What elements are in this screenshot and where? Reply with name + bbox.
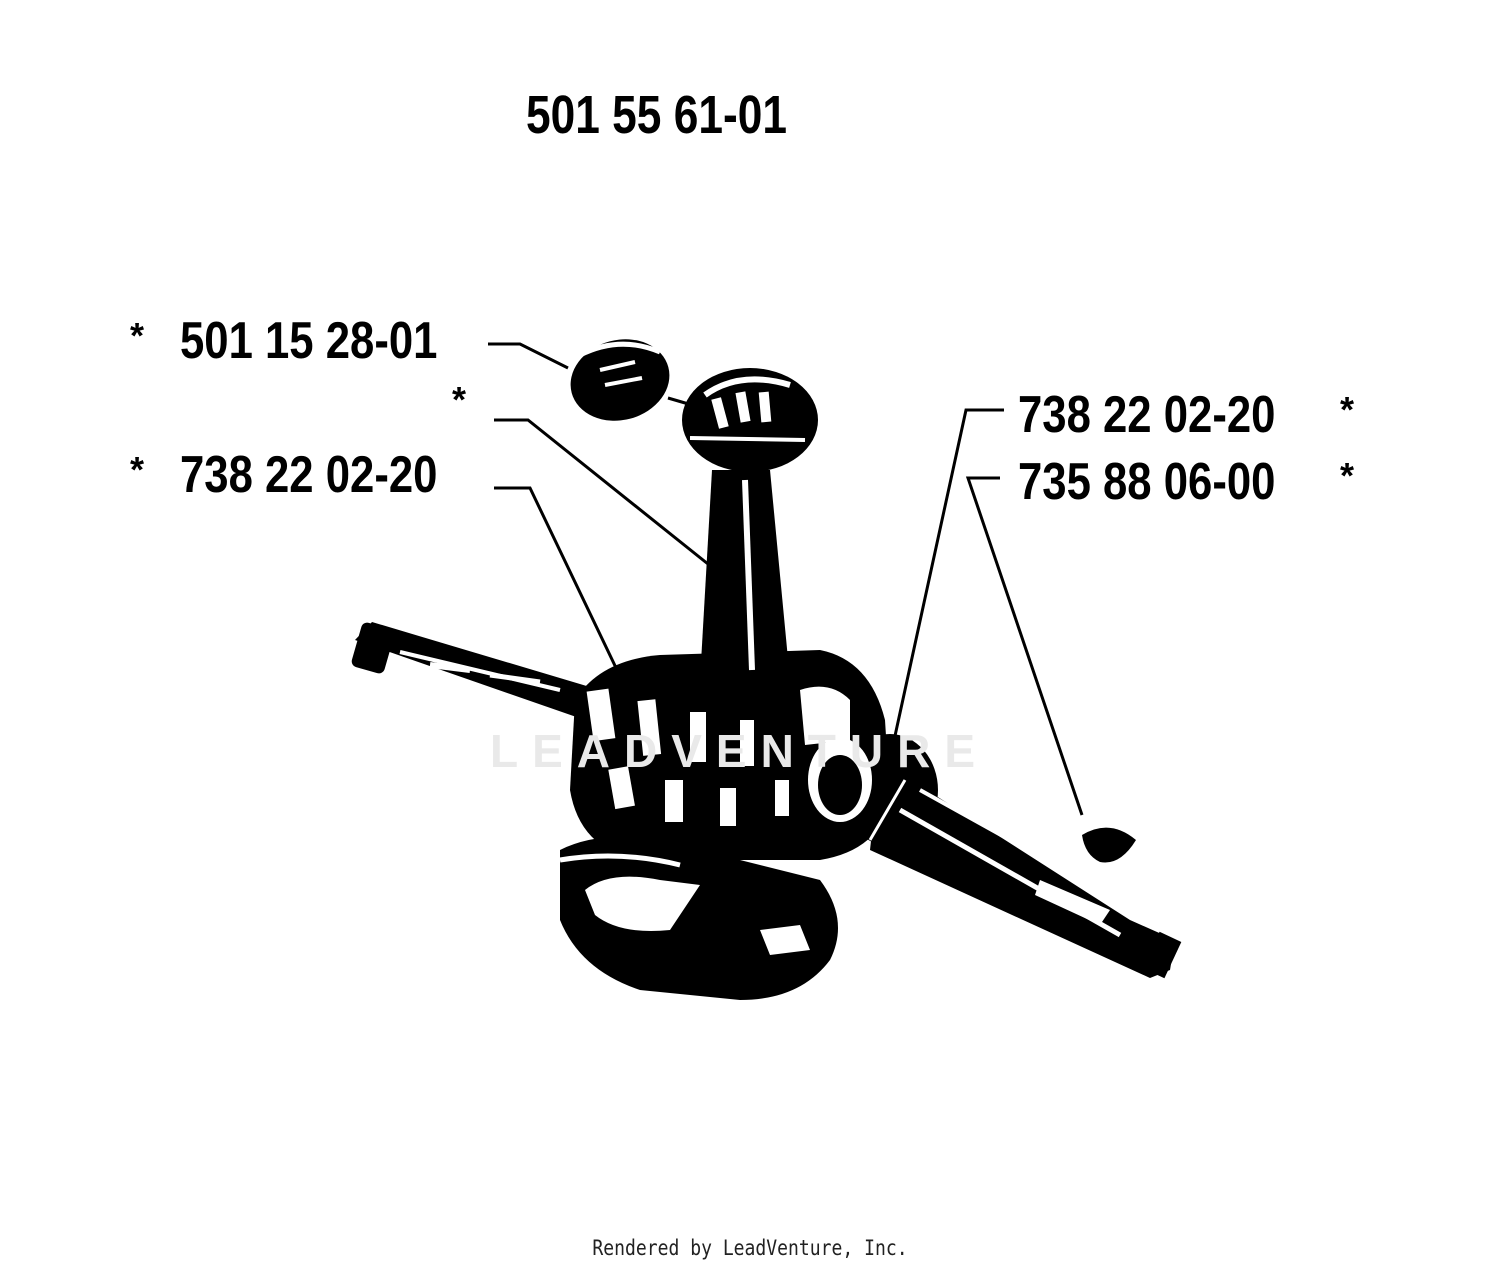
left-shaft [351,622,600,720]
crankshaft-drawing [351,339,1182,1000]
callout-left-bearing: 738 22 02-20 [180,446,438,504]
leader-line-woodruff-key [965,476,1084,816]
callout-marker-needle-bearing: * [130,315,145,356]
callout-right-bearing: 738 22 02-20 [1018,386,1276,444]
callout-needle-bearing: 501 15 28-01 [180,312,438,370]
crank-web [559,650,890,1000]
render-credit: Rendered by LeadVenture, Inc. [592,1236,908,1260]
leader-line-connecting-rod [494,418,719,574]
connecting-rod [682,368,818,680]
callout-marker-right-bearing: * [1340,389,1355,430]
assembly-part-number: 501 55 61-01 [526,85,787,145]
callout-marker-connecting-rod: * [452,379,467,420]
leader-lines [488,342,1084,816]
leader-line-right-bearing [886,408,1004,769]
leader-line-needle-bearing [488,342,569,370]
callout-marker-left-bearing: * [130,449,145,490]
woodruff-key [1082,827,1136,863]
watermark: LEADVENTURE [490,725,990,777]
callout-marker-woodruff-key: * [1340,455,1355,496]
callout-woodruff-key: 735 88 06-00 [1018,453,1276,511]
needle-bearing [570,339,693,421]
leader-line-left-bearing [494,486,620,673]
right-shaft [808,734,1182,979]
